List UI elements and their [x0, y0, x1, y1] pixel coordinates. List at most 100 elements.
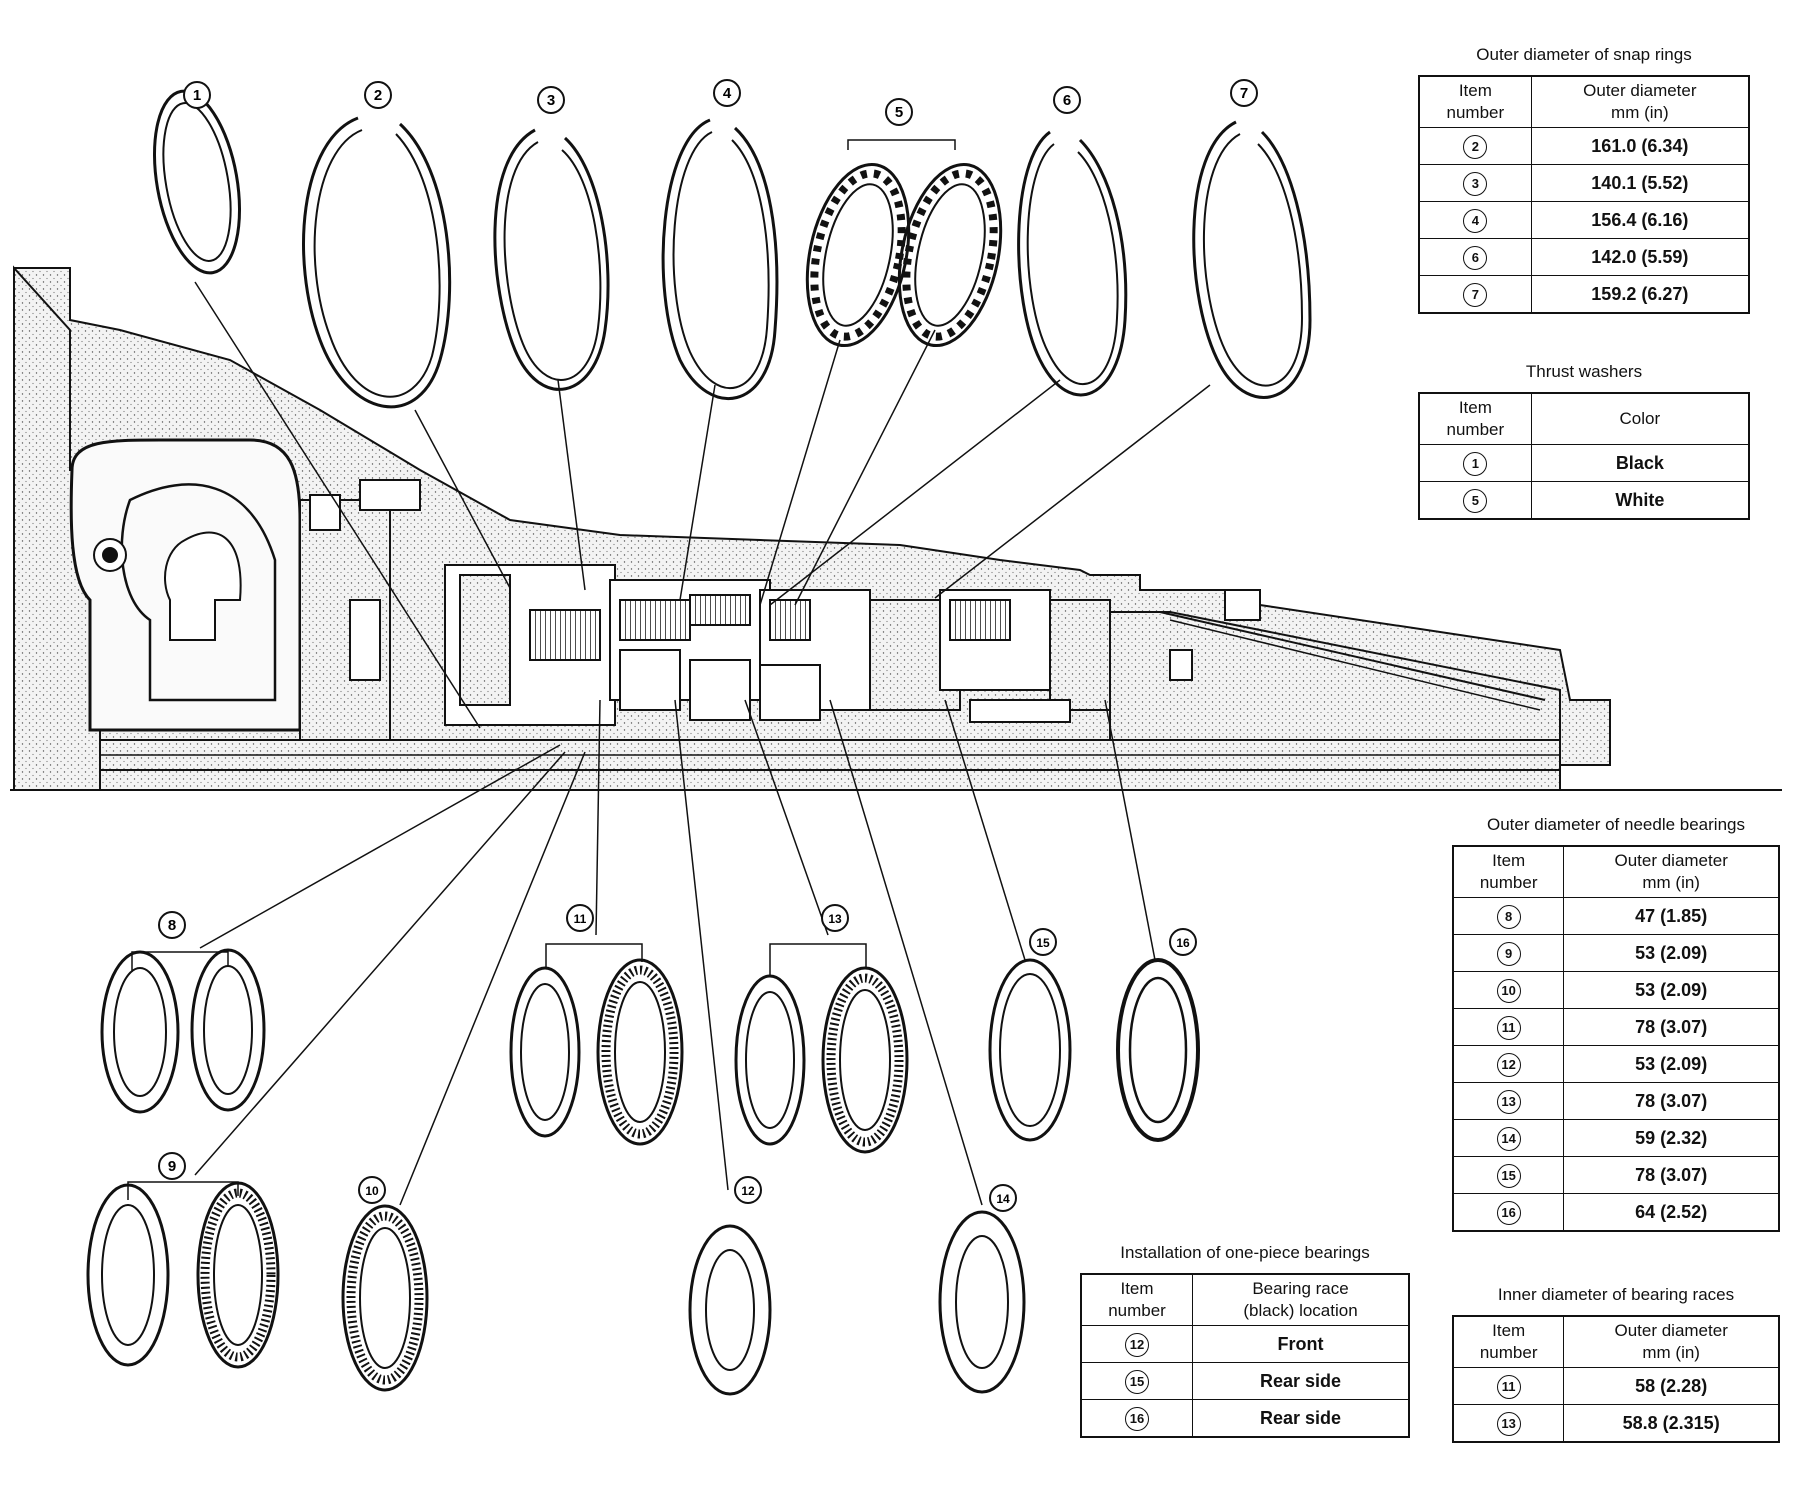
- callout-label-13: 13: [828, 912, 842, 926]
- part-11-needle-bearing: [509, 943, 684, 1146]
- leader-lines: [194, 281, 1211, 1206]
- callout-circle-15: [1029, 928, 1057, 956]
- item-number-cell: 11: [1452, 1008, 1565, 1046]
- value-cell: 159.2 (6.27): [1530, 275, 1750, 314]
- value-cell: 78 (3.07): [1563, 1156, 1780, 1194]
- item-number-cell: 4: [1418, 201, 1532, 239]
- header-line: Item: [1492, 1321, 1526, 1340]
- callout-circle-4: [713, 79, 741, 107]
- item-number-cell: 9: [1452, 934, 1565, 972]
- item-number-cell: 14: [1452, 1119, 1565, 1157]
- header-line: number: [1446, 103, 1505, 122]
- header-line: Item: [1120, 1279, 1154, 1298]
- table-row: 7 159.2 (6.27): [1418, 275, 1750, 314]
- header-item-number: Item number: [1418, 392, 1532, 445]
- header-line: Item: [1458, 398, 1492, 417]
- callout-circle-3: [537, 86, 565, 114]
- callout-label-7: 7: [1240, 85, 1248, 102]
- callout-label-10: 10: [365, 1184, 379, 1198]
- callout-circle-10: [358, 1176, 386, 1204]
- header-line: mm (in): [1642, 873, 1700, 892]
- header-line: number: [1446, 420, 1505, 439]
- part-16-one-piece-bearing: [1116, 958, 1200, 1142]
- value-cell: 78 (3.07): [1563, 1008, 1780, 1046]
- item-number-badge: 13: [1496, 1090, 1521, 1114]
- callout-circle-12: [734, 1176, 762, 1204]
- callout-label-5: 5: [895, 104, 903, 121]
- value-cell: 64 (2.52): [1563, 1193, 1780, 1232]
- item-number-cell: 15: [1452, 1156, 1565, 1194]
- callout-circle-8: [158, 911, 186, 939]
- value-cell: 53 (2.09): [1563, 1045, 1780, 1083]
- callout-circle-11: [566, 904, 594, 932]
- callout-label-3: 3: [547, 92, 555, 109]
- table-row: 11 58 (2.28): [1452, 1367, 1780, 1405]
- part-5-thrust-washer-pair: [805, 139, 1003, 348]
- part-10-needle-bearing: [341, 1204, 429, 1392]
- item-number-badge: 6: [1463, 246, 1488, 270]
- callout-label-11: 11: [574, 912, 587, 926]
- item-number-cell: 3: [1418, 164, 1532, 202]
- value-cell: 156.4 (6.16): [1530, 201, 1750, 239]
- item-number-cell: 15: [1080, 1362, 1194, 1400]
- callout-label-6: 6: [1063, 92, 1071, 109]
- item-number-cell: 13: [1452, 1082, 1565, 1120]
- value-cell: 161.0 (6.34): [1530, 127, 1750, 165]
- table-row: 12 53 (2.09): [1452, 1045, 1780, 1083]
- header-line: Outer diameter: [1614, 1321, 1728, 1340]
- part-9-needle-bearing: [86, 1181, 280, 1369]
- table-title: Thrust washers: [1525, 362, 1643, 381]
- item-number-badge: 3: [1463, 172, 1488, 196]
- item-number-badge: 1: [1463, 452, 1488, 476]
- item-number-badge: 11: [1496, 1375, 1521, 1399]
- callout-label-4: 4: [723, 85, 732, 102]
- value-cell: 58 (2.28): [1563, 1367, 1780, 1405]
- table-title: Outer diameter of needle bearings: [1487, 815, 1745, 834]
- part-1-thrust-washer: [152, 89, 242, 275]
- item-number-badge: 7: [1463, 283, 1488, 307]
- item-number-cell: 16: [1080, 1399, 1194, 1438]
- callout-circle-7: [1230, 79, 1258, 107]
- part-12-one-piece-bearing: [688, 1224, 772, 1396]
- item-number-badge: 15: [1125, 1370, 1149, 1394]
- item-number-cell: 10: [1452, 971, 1565, 1009]
- callout-label-1: 1: [193, 87, 201, 104]
- item-number-cell: 7: [1418, 275, 1532, 314]
- part-4-snap-ring: [661, 118, 779, 400]
- header-line: Item: [1492, 851, 1526, 870]
- item-number-badge: 12: [1496, 1053, 1521, 1077]
- table-title: Installation of one-piece bearings: [1120, 1243, 1370, 1262]
- callout-circle-6: [1053, 86, 1081, 114]
- header-value: Bearing race(black) location: [1192, 1273, 1410, 1326]
- item-number-badge: 14: [1496, 1127, 1521, 1151]
- item-number-cell: 2: [1418, 127, 1532, 165]
- callout-label-8: 8: [168, 917, 176, 934]
- header-line: (black) location: [1243, 1301, 1358, 1320]
- part-8-needle-bearing: [100, 948, 266, 1114]
- item-number-badge: 2: [1463, 135, 1488, 159]
- part-13-needle-bearing: [734, 943, 909, 1154]
- value-cell: 58.8 (2.315): [1563, 1404, 1780, 1443]
